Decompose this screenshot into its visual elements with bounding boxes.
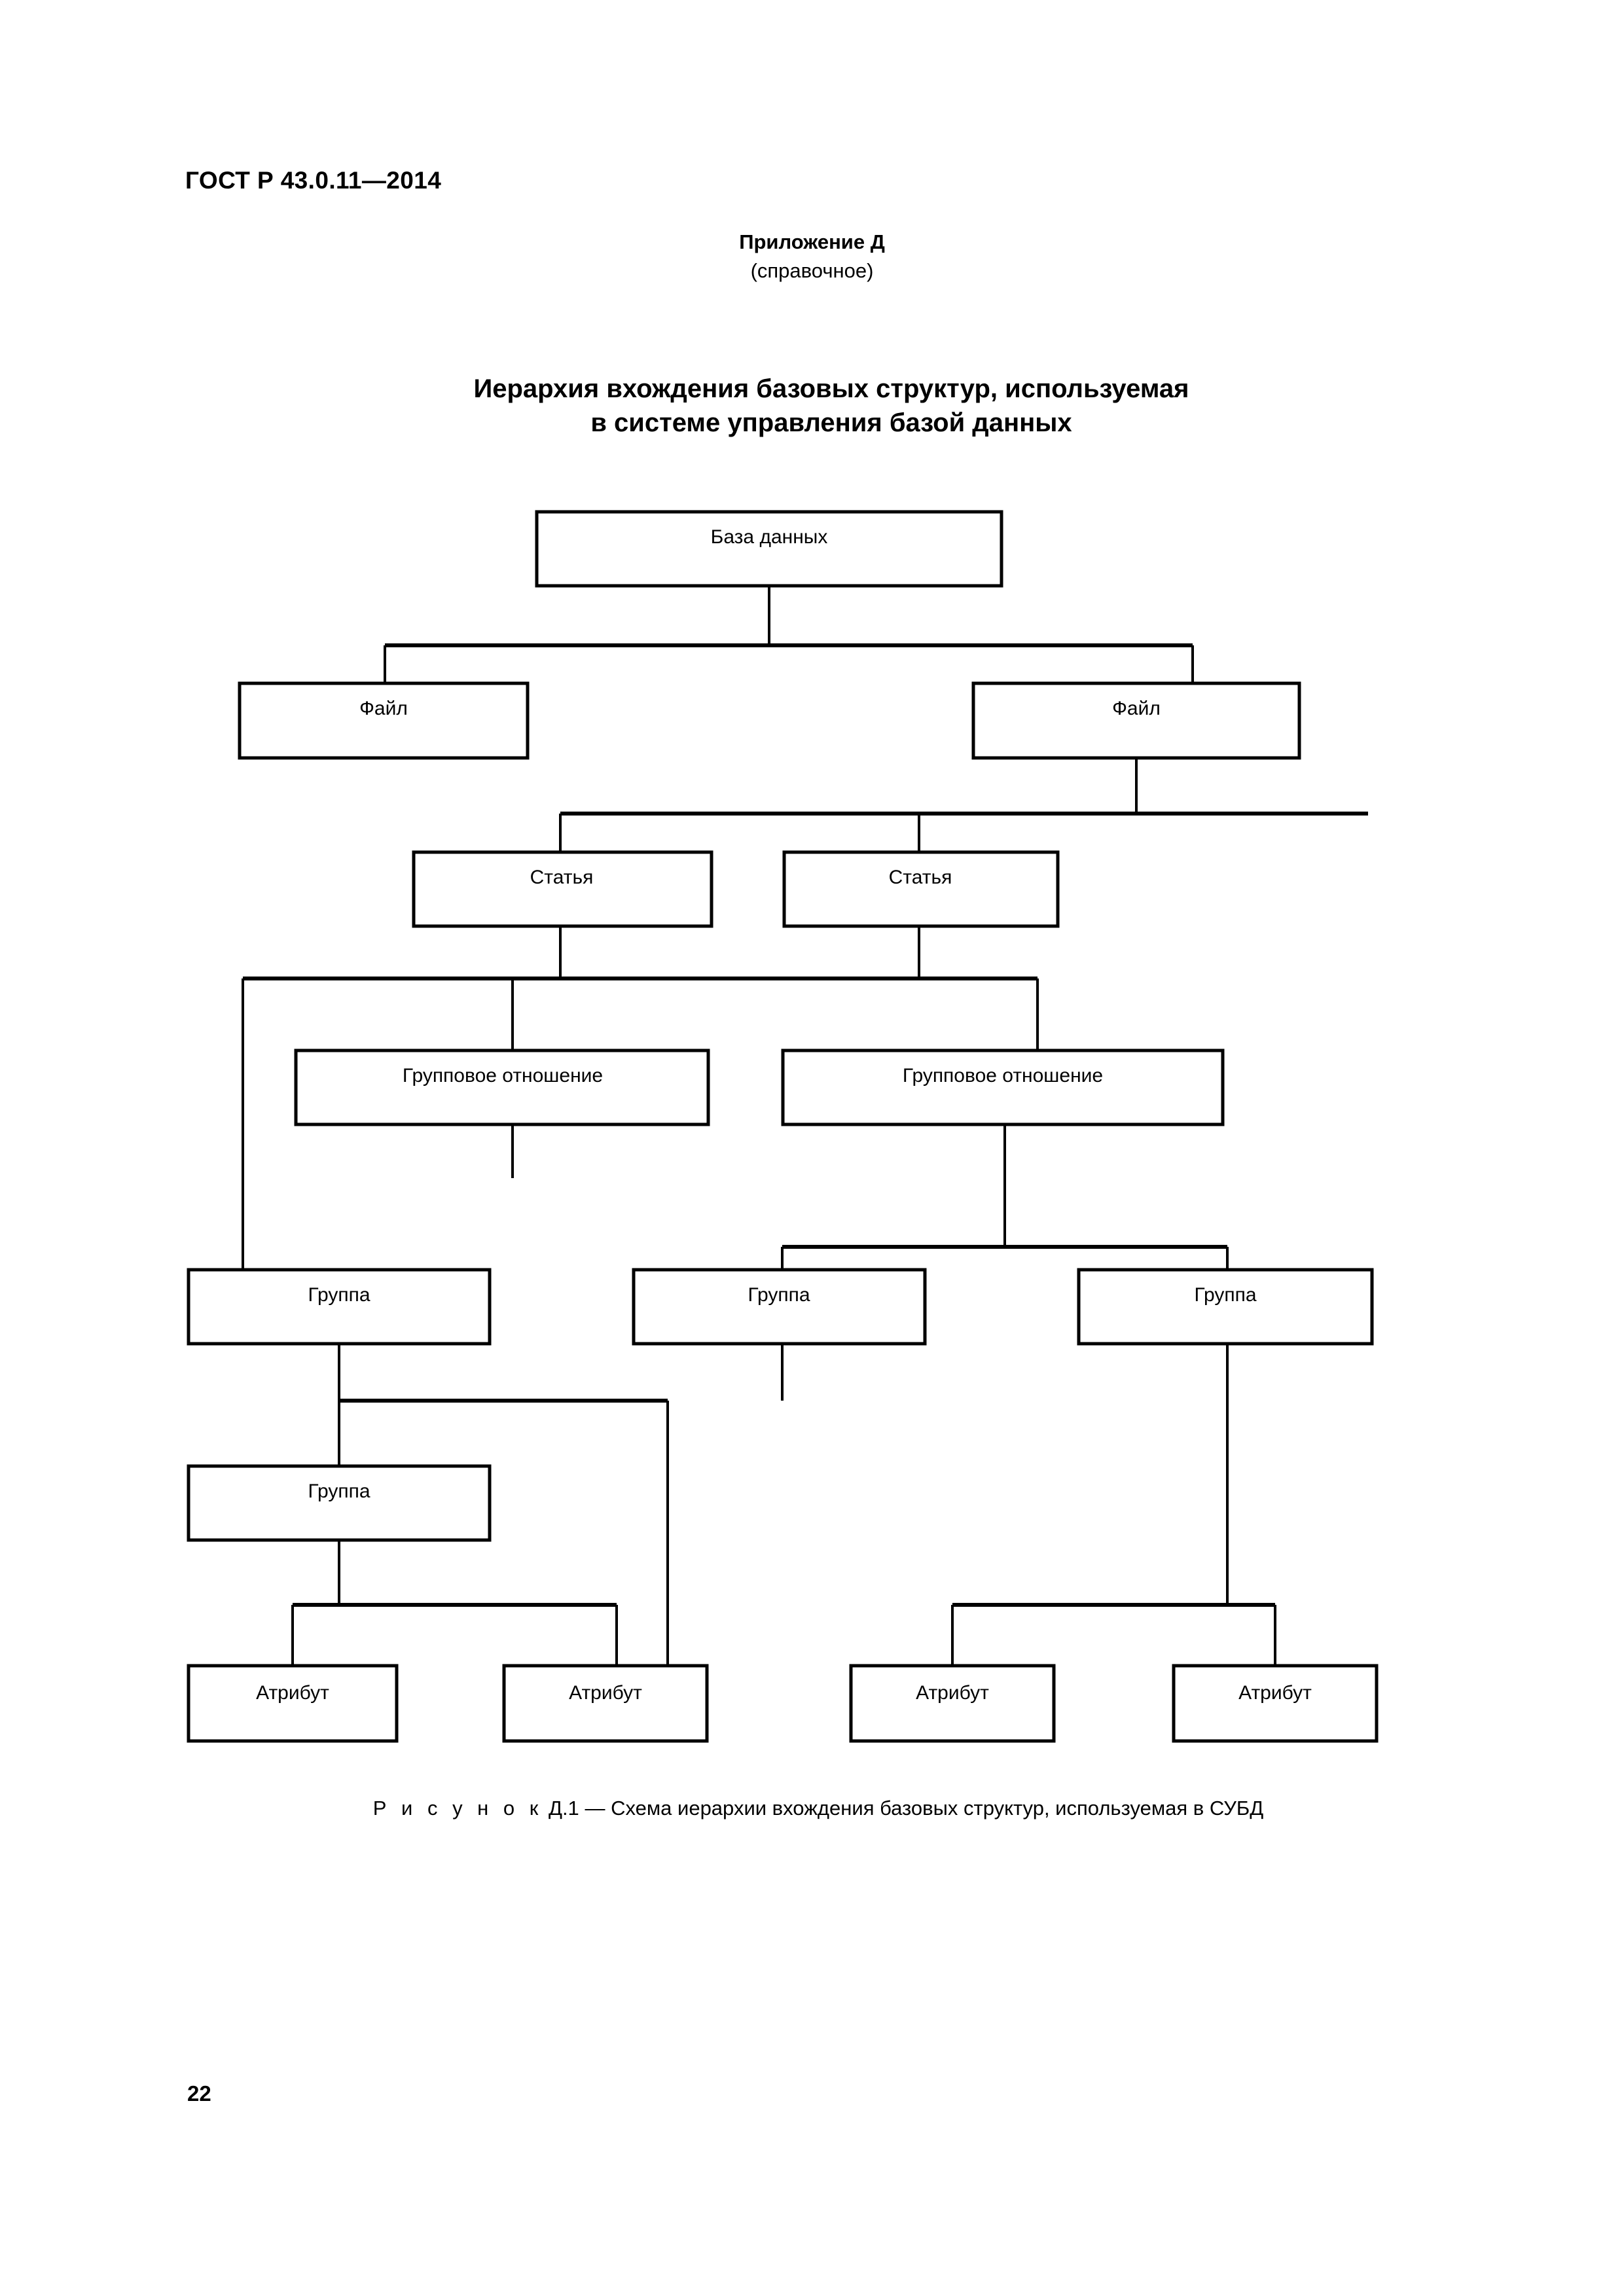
node-file-2: Файл [971,681,1301,760]
node-group-1: Группа [187,1268,492,1346]
node-label-group-4: Группа [308,1480,370,1502]
node-box-group-4 [187,1464,492,1542]
node-attribute-3: Атрибут [849,1664,1056,1743]
annex-sublabel: (справочное) [750,259,874,282]
node-label-attribute-4: Атрибут [1238,1682,1312,1704]
node-group-relation-2: Групповое отношение [781,1049,1225,1126]
node-box-attribute-4 [1172,1664,1379,1743]
node-label-attribute-2: Атрибут [569,1682,642,1704]
node-attribute-2: Атрибут [502,1664,709,1743]
node-box-group-1 [187,1268,492,1346]
figure-caption-prefix: Р и с у н о к [372,1797,543,1820]
node-attribute-1: Атрибут [187,1664,399,1743]
annex-label: Приложение Д [739,230,885,253]
node-box-attribute-1 [187,1664,399,1743]
annex-heading: Приложение Д (справочное) [0,228,1624,285]
node-box-db [535,510,1003,588]
node-group-4: Группа [187,1464,492,1542]
figure-title-line-1: Иерархия вхождения базовых структур, исп… [473,374,1189,403]
figure-caption-text: Схема иерархии вхождения базовых структу… [611,1797,1264,1820]
node-label-article-1: Статья [530,867,594,888]
node-box-article-1 [412,850,713,928]
node-label-group-2: Группа [748,1284,810,1306]
node-box-attribute-3 [849,1664,1056,1743]
page-number: 22 [187,2081,211,2106]
node-file-1: Файл [238,681,530,760]
figure-caption-number: Д.1 [548,1797,579,1820]
node-label-group-1: Группа [308,1284,370,1306]
node-article-2: Статья [782,850,1060,928]
node-label-article-2: Статья [889,867,952,888]
node-label-group-relation-2: Групповое отношение [903,1065,1103,1086]
node-box-group-relation-1 [294,1049,710,1126]
node-box-article-2 [782,850,1060,928]
figure-caption-dash: — [585,1797,605,1820]
node-article-1: Статья [412,850,713,928]
node-box-file-2 [971,681,1301,760]
standard-header: ГОСТ Р 43.0.11—2014 [185,167,442,194]
node-group-3: Группа [1077,1268,1374,1346]
node-box-attribute-2 [502,1664,709,1743]
node-label-file-2: Файл [1112,698,1161,719]
node-label-attribute-1: Атрибут [256,1682,329,1704]
node-box-group-3 [1077,1268,1374,1346]
node-box-file-1 [238,681,530,760]
node-label-group-relation-1: Групповое отношение [403,1065,603,1086]
node-attribute-4: Атрибут [1172,1664,1379,1743]
figure-title-line-2: в системе управления базой данных [590,408,1072,437]
node-group-relation-1: Групповое отношение [294,1049,710,1126]
node-box-group-relation-2 [781,1049,1225,1126]
node-label-attribute-3: Атрибут [916,1682,989,1704]
node-label-file-1: Файл [359,698,408,719]
node-label-group-3: Группа [1194,1284,1256,1306]
figure-caption: Р и с у н о к Д.1 — Схема иерархии вхожд… [196,1797,1440,1820]
node-box-group-2 [632,1268,927,1346]
node-label-db: База данных [711,526,828,548]
node-group-2: Группа [632,1268,927,1346]
node-db: База данных [535,510,1003,588]
figure-title: Иерархия вхождения базовых структур, исп… [275,372,1388,440]
